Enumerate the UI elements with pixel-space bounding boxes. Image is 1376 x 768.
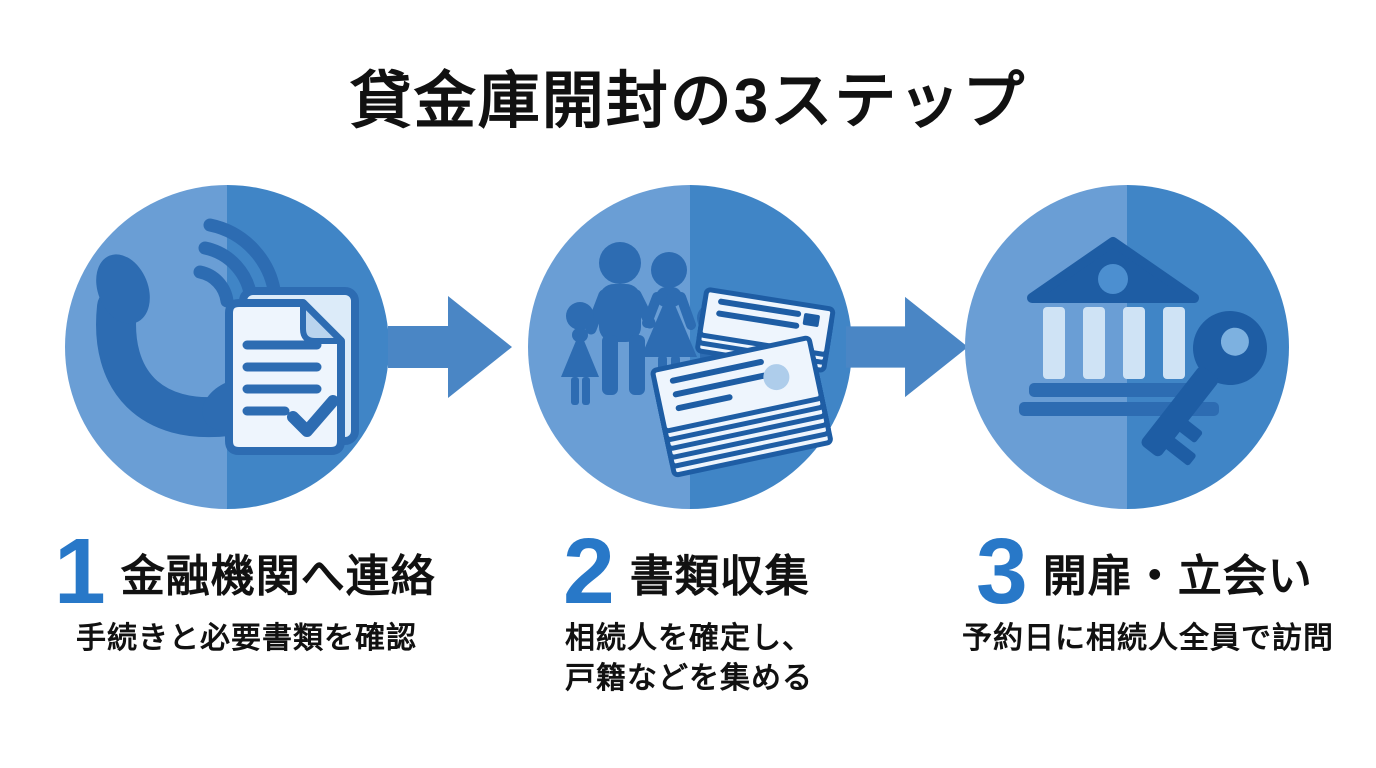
- step2-description: 相続人を確定し、 戸籍などを集める: [565, 622, 813, 695]
- key-icon: [1141, 311, 1267, 466]
- step3-number: 3: [976, 519, 1028, 624]
- step1-title: 金融機関へ連絡: [120, 552, 436, 601]
- step3-title: 開扉・立会い: [1042, 552, 1313, 601]
- step1-description: 手続きと必要書類を確認: [76, 622, 417, 655]
- step3-icon-circle: [965, 185, 1289, 509]
- step2-title: 書類収集: [629, 552, 810, 601]
- step3-header: 3 開扉・立会い: [976, 519, 1313, 624]
- bank-key-icon: [1019, 237, 1267, 466]
- phone-document-icon: [96, 218, 359, 455]
- step1-icon-circle: [65, 185, 389, 509]
- step2-header: 2 書類収集: [563, 519, 810, 624]
- checked-document-icon: [225, 287, 359, 455]
- paper-stack-icon: [650, 287, 836, 478]
- step2-icon-circle: [528, 185, 852, 509]
- step1-number: 1: [54, 519, 106, 624]
- step3-description: 予約日に相続人全員で訪問: [962, 622, 1334, 655]
- page-title: 貸金庫開封の3ステップ: [349, 67, 1027, 136]
- arrow-right-icon: [388, 296, 512, 398]
- step1-header: 1 金融機関へ連絡: [54, 519, 436, 624]
- arrow-right-icon: [846, 296, 968, 398]
- family-documents-icon: [561, 242, 836, 478]
- step2-number: 2: [563, 519, 615, 624]
